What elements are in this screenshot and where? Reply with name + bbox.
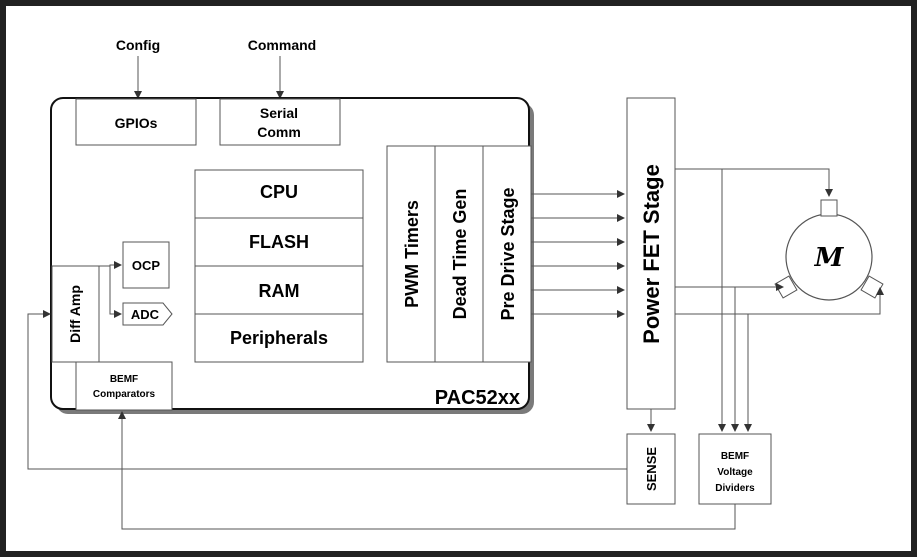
flash-block	[194, 217, 364, 267]
power-fet-stage-label: Power FET Stage	[639, 164, 664, 344]
chip-name-label: PAC52xx	[435, 387, 520, 409]
dead-time-gen-block	[434, 145, 484, 363]
pwm-timers-block	[386, 145, 436, 363]
motor-label: M	[814, 243, 845, 273]
diffamp-to-adc-wire	[109, 266, 122, 318]
ocp-block	[122, 241, 170, 289]
gpios-block	[75, 98, 197, 146]
bemf-dividers-label-3: Dividers	[715, 483, 755, 494]
ram-label: RAM	[259, 281, 300, 301]
pre-drive-stage-label: Pre Drive Stage	[498, 187, 518, 320]
serial-comm-label-2: Comm	[257, 124, 301, 140]
diff-amp-label: Diff Amp	[67, 285, 83, 343]
sense-feedback-wire	[27, 310, 627, 470]
cpu-label: CPU	[260, 182, 298, 202]
phase-wire-c	[675, 287, 884, 315]
peripherals-label: Peripherals	[230, 328, 328, 348]
power-fet-stage-block	[626, 97, 676, 410]
sense-block	[626, 433, 676, 505]
ram-block	[194, 265, 364, 315]
diff-amp-block	[51, 265, 100, 363]
bemf-dividers-label-2: Voltage	[717, 467, 753, 478]
bemf-comparators-label-2: Comparators	[93, 389, 156, 400]
pre-drive-stage-block	[482, 145, 532, 363]
peripherals-block	[194, 313, 364, 363]
motor-terminal-left	[774, 275, 798, 299]
bemf-dividers-label-1: BEMF	[721, 451, 749, 462]
phase-wire-a	[675, 168, 833, 197]
motor: M	[774, 199, 884, 301]
bemf-comparators-label-1: BEMF	[110, 374, 138, 385]
command-label: Command	[248, 37, 316, 53]
gate-drive-arrows	[531, 190, 625, 318]
adc-label: ADC	[131, 307, 160, 322]
dead-time-gen-label: Dead Time Gen	[450, 189, 470, 320]
serial-comm-block	[219, 98, 341, 146]
motor-terminal-top	[820, 199, 838, 217]
flash-label: FLASH	[249, 232, 309, 252]
serial-comm-label-1: Serial	[260, 105, 298, 121]
config-label: Config	[116, 37, 160, 53]
cpu-block	[194, 169, 364, 219]
gpios-label: GPIOs	[115, 115, 158, 131]
bemf-feedback-wire	[118, 411, 736, 530]
sense-label: SENSE	[644, 447, 659, 491]
ocp-label: OCP	[132, 258, 161, 273]
bemf-dividers-block	[698, 433, 772, 505]
bemf-comparators-block	[75, 361, 173, 411]
pwm-timers-label: PWM Timers	[402, 200, 422, 308]
adc-block	[122, 302, 173, 326]
diffamp-to-ocp-wire	[99, 261, 122, 269]
